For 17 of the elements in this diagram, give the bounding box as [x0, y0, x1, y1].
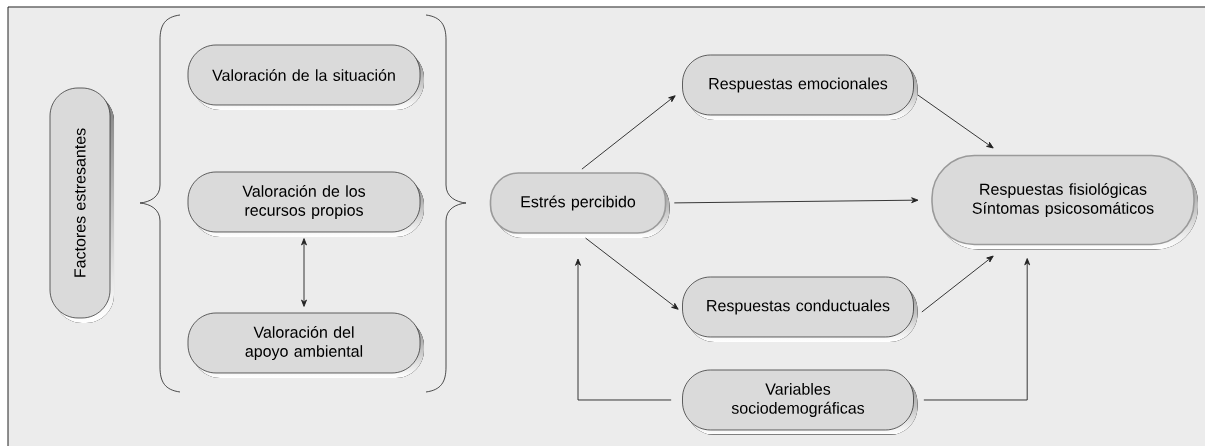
process-box: Respuestas conductuales	[682, 276, 918, 342]
arrow	[301, 238, 307, 307]
arrow	[581, 95, 676, 170]
arrow	[585, 237, 679, 310]
process-box: Respuestas fisiológicas Síntomas psicosomáticos	[931, 154, 1198, 250]
process-box: Variables sociodemográficas	[682, 369, 918, 435]
arrow	[923, 258, 1031, 401]
process-box: Estrés percibido	[489, 172, 670, 238]
arrow	[673, 197, 919, 204]
arrow	[575, 258, 672, 401]
process-box: Factores estresantes	[49, 87, 114, 323]
process-box: Valoración del apoyo ambiental	[187, 312, 424, 378]
process-box: Valoración de los recursos propios	[187, 171, 424, 237]
process-box: Valoración de la situación	[187, 44, 424, 110]
process-box: Respuestas emocionales	[682, 54, 918, 120]
arrow	[917, 94, 994, 149]
arrow	[921, 255, 994, 313]
